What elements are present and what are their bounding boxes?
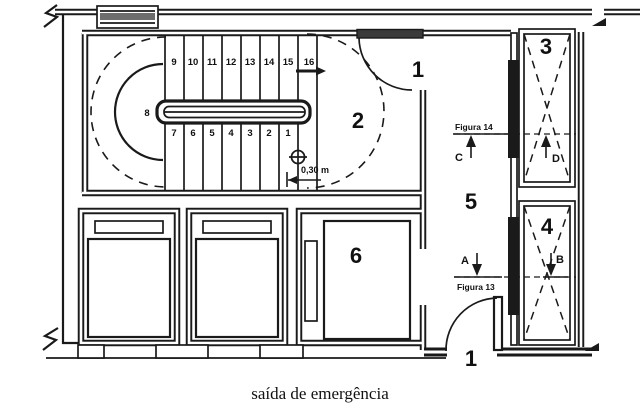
elevator-wall-core [187, 209, 287, 345]
marker-b: B [556, 254, 564, 266]
elevator-right [185, 207, 289, 347]
shaft-inner [523, 33, 571, 183]
door-leaf [356, 28, 424, 39]
section-figura-13: Figura 13 A B [454, 253, 576, 292]
wall-break-icon [585, 343, 599, 351]
caption: saída de emergência [251, 384, 389, 403]
room-6-interior [304, 219, 412, 341]
elevator-left [77, 207, 181, 347]
step-number: 7 [171, 128, 176, 139]
shaft-front-wall [510, 32, 518, 346]
shaft-inner [523, 205, 571, 341]
step-number: 14 [264, 57, 275, 68]
step-number: 16 [304, 57, 315, 68]
marker-d-arrowhead [541, 135, 551, 147]
left-outer-wall [61, 14, 81, 345]
door-swing-arc [445, 297, 498, 352]
marker-c-arrowhead [466, 135, 476, 147]
step-number: 2 [266, 128, 271, 139]
window [96, 5, 159, 29]
window-glazing [100, 13, 155, 20]
label-exit-bottom: 1 [465, 346, 477, 371]
label-hall-2: 2 [352, 108, 364, 133]
step-number: 4 [228, 128, 234, 139]
handrail [155, 99, 312, 125]
step-number: 3 [247, 128, 252, 139]
marker-a-arrowhead [472, 264, 482, 276]
staircase: 9 10 11 12 13 14 15 16 7 6 5 4 3 2 1 8 [90, 33, 385, 191]
room-6-door-slot [304, 240, 318, 322]
step-number: 5 [209, 128, 215, 139]
walk-line-left-arc [90, 36, 167, 188]
wall-break-icon [43, 4, 60, 28]
label-lobby-5: 5 [465, 189, 477, 214]
landing-step-number: 8 [144, 108, 149, 119]
wall-core [55, 10, 640, 350]
tread-depth-dimension: 0,30 m [286, 165, 329, 187]
step-number: 9 [171, 57, 176, 68]
step-number: 15 [283, 57, 294, 68]
threshold-piers [77, 344, 304, 359]
walk-line-right-arc [306, 33, 385, 189]
section-figura-14: Figura 14 C D [453, 122, 576, 165]
label-exit-top: 1 [412, 57, 424, 82]
pier [77, 344, 105, 359]
step-number: 1 [285, 128, 291, 139]
room-6-cab [322, 219, 412, 341]
label-room-6: 6 [350, 243, 362, 268]
shaft-3-door [508, 60, 519, 158]
figura-14-label: Figura 14 [455, 122, 493, 132]
door-swing-arc [358, 37, 413, 91]
marker-d: D [552, 153, 560, 165]
marker-b-arrowhead [546, 264, 556, 276]
elevator-door-slot [202, 220, 272, 234]
shaft-cross-lines [523, 205, 571, 341]
step-number: 10 [188, 57, 199, 68]
pier [155, 344, 209, 359]
step-number: 13 [245, 57, 256, 68]
pier [259, 344, 304, 359]
exit-door-bottom [445, 295, 504, 352]
tread-depth-label: 0,30 m [301, 165, 329, 175]
wall-break-icon [42, 327, 59, 351]
direction-arrow-icon [296, 66, 326, 76]
marker-a: A [461, 255, 469, 267]
elevator-wall-core [79, 209, 179, 345]
window-mullions [100, 10, 155, 24]
elevator-door-slot [94, 220, 164, 234]
step-number: 6 [190, 128, 195, 139]
step-number: 12 [226, 57, 237, 68]
marker-c: C [455, 152, 463, 164]
figura-13-label: Figura 13 [457, 282, 495, 292]
shaft-cross-lines [523, 33, 571, 183]
turn-inner-arc [113, 62, 164, 162]
step-number: 11 [207, 57, 218, 68]
elevator-shaft-4 [518, 200, 576, 346]
label-shaft-4: 4 [541, 214, 554, 239]
door-leaf [492, 295, 504, 352]
shaft-4-door [508, 217, 519, 315]
step-numbers-lower: 7 6 5 4 3 2 1 [171, 128, 291, 139]
area-labels: 1 2 3 4 5 6 1 [350, 34, 554, 371]
step-numbers-upper: 9 10 11 12 13 14 15 16 [171, 57, 314, 68]
elevator-cab [194, 237, 280, 339]
elevator-cab [86, 237, 172, 339]
exit-door-top [356, 28, 424, 91]
label-shaft-3: 3 [540, 34, 552, 59]
building-walls [42, 4, 640, 359]
wall-break-icon [592, 18, 606, 26]
column-symbol-icon [289, 149, 307, 165]
